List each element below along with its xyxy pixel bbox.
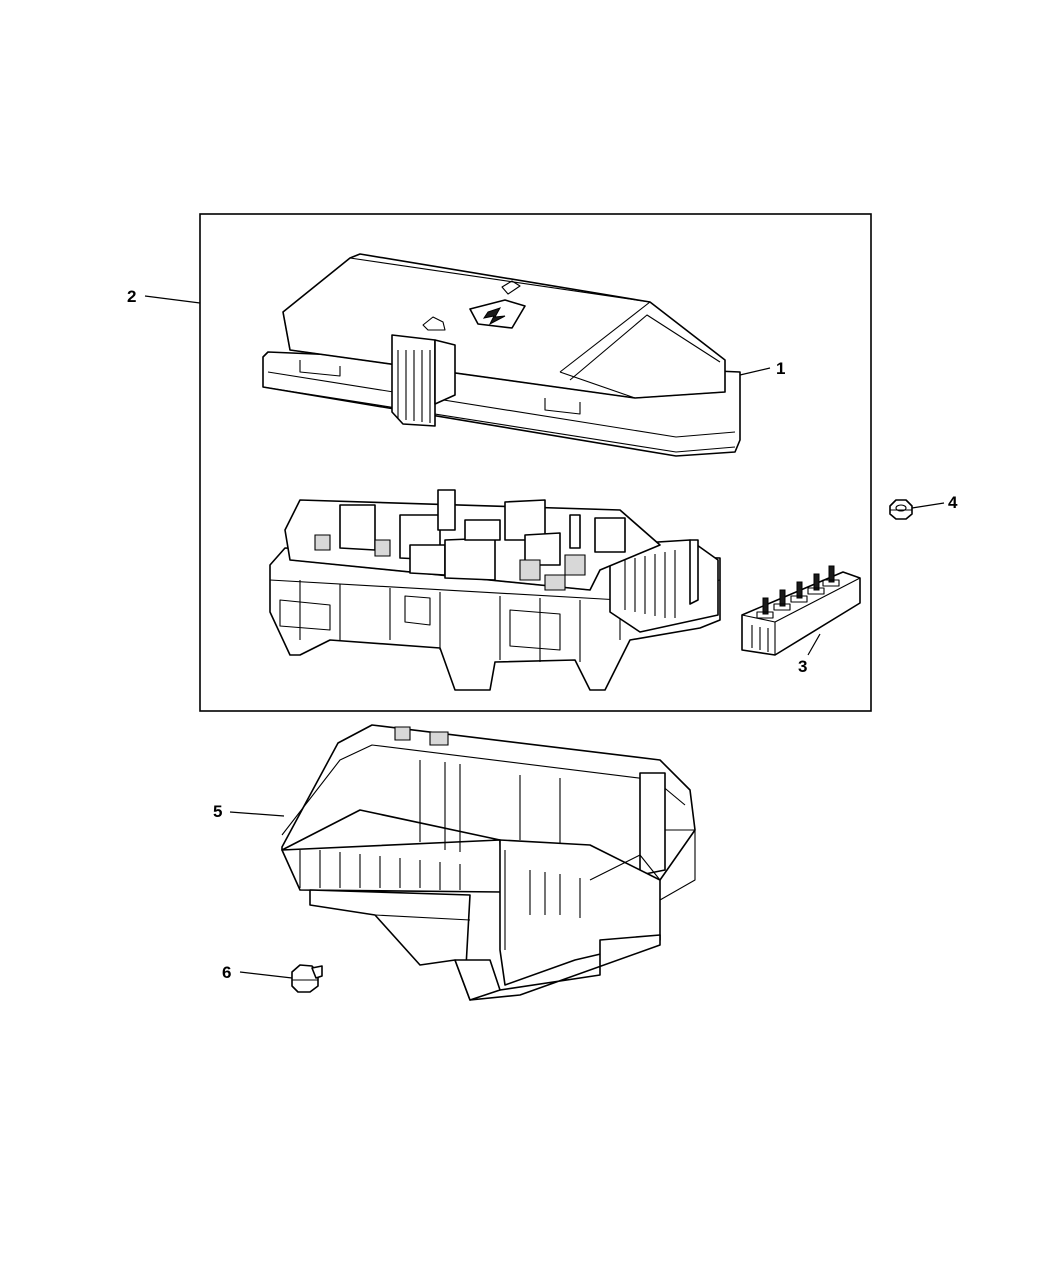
callout-2: 2 bbox=[127, 287, 201, 306]
lower-tray bbox=[281, 724, 696, 1001]
callout-6-label: 6 bbox=[222, 963, 231, 982]
hex-nut bbox=[889, 499, 913, 520]
terminal-block bbox=[741, 565, 861, 656]
callout-6: 6 bbox=[222, 963, 293, 982]
callout-5-label: 5 bbox=[213, 802, 222, 821]
fuse-box-cover bbox=[262, 253, 741, 457]
callout-5: 5 bbox=[213, 802, 285, 821]
callout-3: 3 bbox=[798, 633, 821, 676]
callout-1: 1 bbox=[739, 359, 785, 378]
callout-3-label: 3 bbox=[798, 657, 807, 676]
callout-4: 4 bbox=[911, 493, 958, 512]
assembly-group-frame bbox=[199, 213, 872, 712]
fuse-relay-center bbox=[269, 489, 721, 691]
flange-screw bbox=[291, 964, 323, 993]
callout-1-label: 1 bbox=[776, 359, 785, 378]
callout-2-label: 2 bbox=[127, 287, 136, 306]
callout-4-label: 4 bbox=[948, 493, 958, 512]
